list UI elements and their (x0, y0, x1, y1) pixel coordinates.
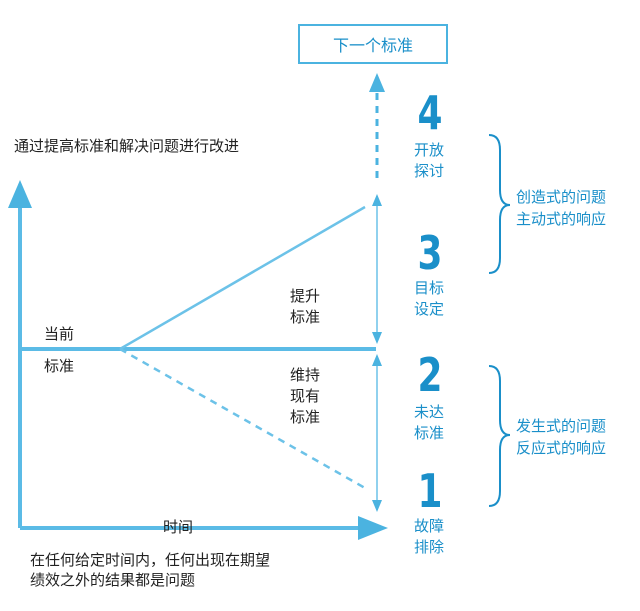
maintain-arrow-top (372, 354, 382, 366)
level-2-number: 2 (417, 348, 443, 402)
next-standard-arrowhead (369, 73, 385, 92)
diagram-title: 通过提高标准和解决问题进行改进 (14, 137, 240, 155)
level-1-number: 1 (417, 464, 443, 518)
next-standard-box: 下一个标准 (298, 24, 448, 64)
level-1-label: 故障 排除 (414, 517, 445, 556)
raise-arrow-top (372, 194, 382, 206)
footnote-line2: 绩效之外的结果都是问题 (30, 571, 196, 589)
y-axis-arrowhead (8, 180, 32, 208)
below-standard-dashed-line (119, 347, 366, 490)
lower-group-line1: 发生式的问题 (516, 417, 607, 435)
lower-brace (488, 365, 511, 507)
maintain-arrow-bottom (372, 500, 382, 512)
level-4-number: 4 (417, 86, 443, 140)
raise-arrow-bottom (372, 332, 382, 344)
x-axis-arrowhead (358, 516, 388, 540)
current-standard-label-line2: 标准 (44, 357, 75, 375)
lower-group-line2: 反应式的响应 (516, 439, 607, 457)
current-standard-label-line1: 当前 (44, 325, 75, 343)
level-4-label: 开放 探讨 (414, 141, 445, 180)
maintain-standard-label: 维持 现有 标准 (290, 366, 321, 426)
upper-brace (488, 134, 511, 274)
raise-standard-label: 提升 标准 (290, 287, 321, 326)
level-3-label: 目标 设定 (414, 279, 445, 318)
upper-group-line2: 主动式的响应 (516, 210, 607, 228)
upper-group-line1: 创造式的问题 (516, 188, 607, 206)
raise-standard-line (119, 205, 366, 351)
footnote-line1: 在任何给定时间内，任何出现在期望 (30, 551, 271, 569)
time-axis-label: 时间 (163, 518, 194, 536)
level-3-number: 3 (417, 226, 443, 280)
level-2-label: 未达 标准 (414, 403, 445, 442)
